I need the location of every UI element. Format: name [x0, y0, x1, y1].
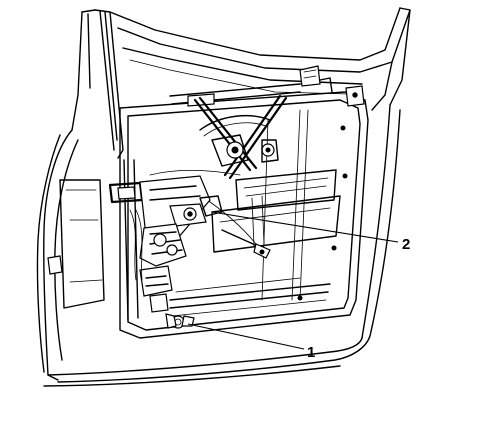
callout-1-leader — [187, 323, 305, 350]
callout-2: 2 — [211, 211, 410, 253]
callout-1: 1 — [187, 323, 315, 361]
callout-2-leader — [211, 211, 399, 243]
mounting-bolt — [165, 313, 195, 329]
window-regulator — [149, 94, 288, 253]
inner-door-panel — [108, 65, 369, 339]
latch-assembly — [129, 175, 271, 313]
callout-1-label: 1 — [307, 344, 315, 361]
door-outer-shell — [36, 7, 411, 387]
callout-2-label: 2 — [402, 236, 410, 253]
